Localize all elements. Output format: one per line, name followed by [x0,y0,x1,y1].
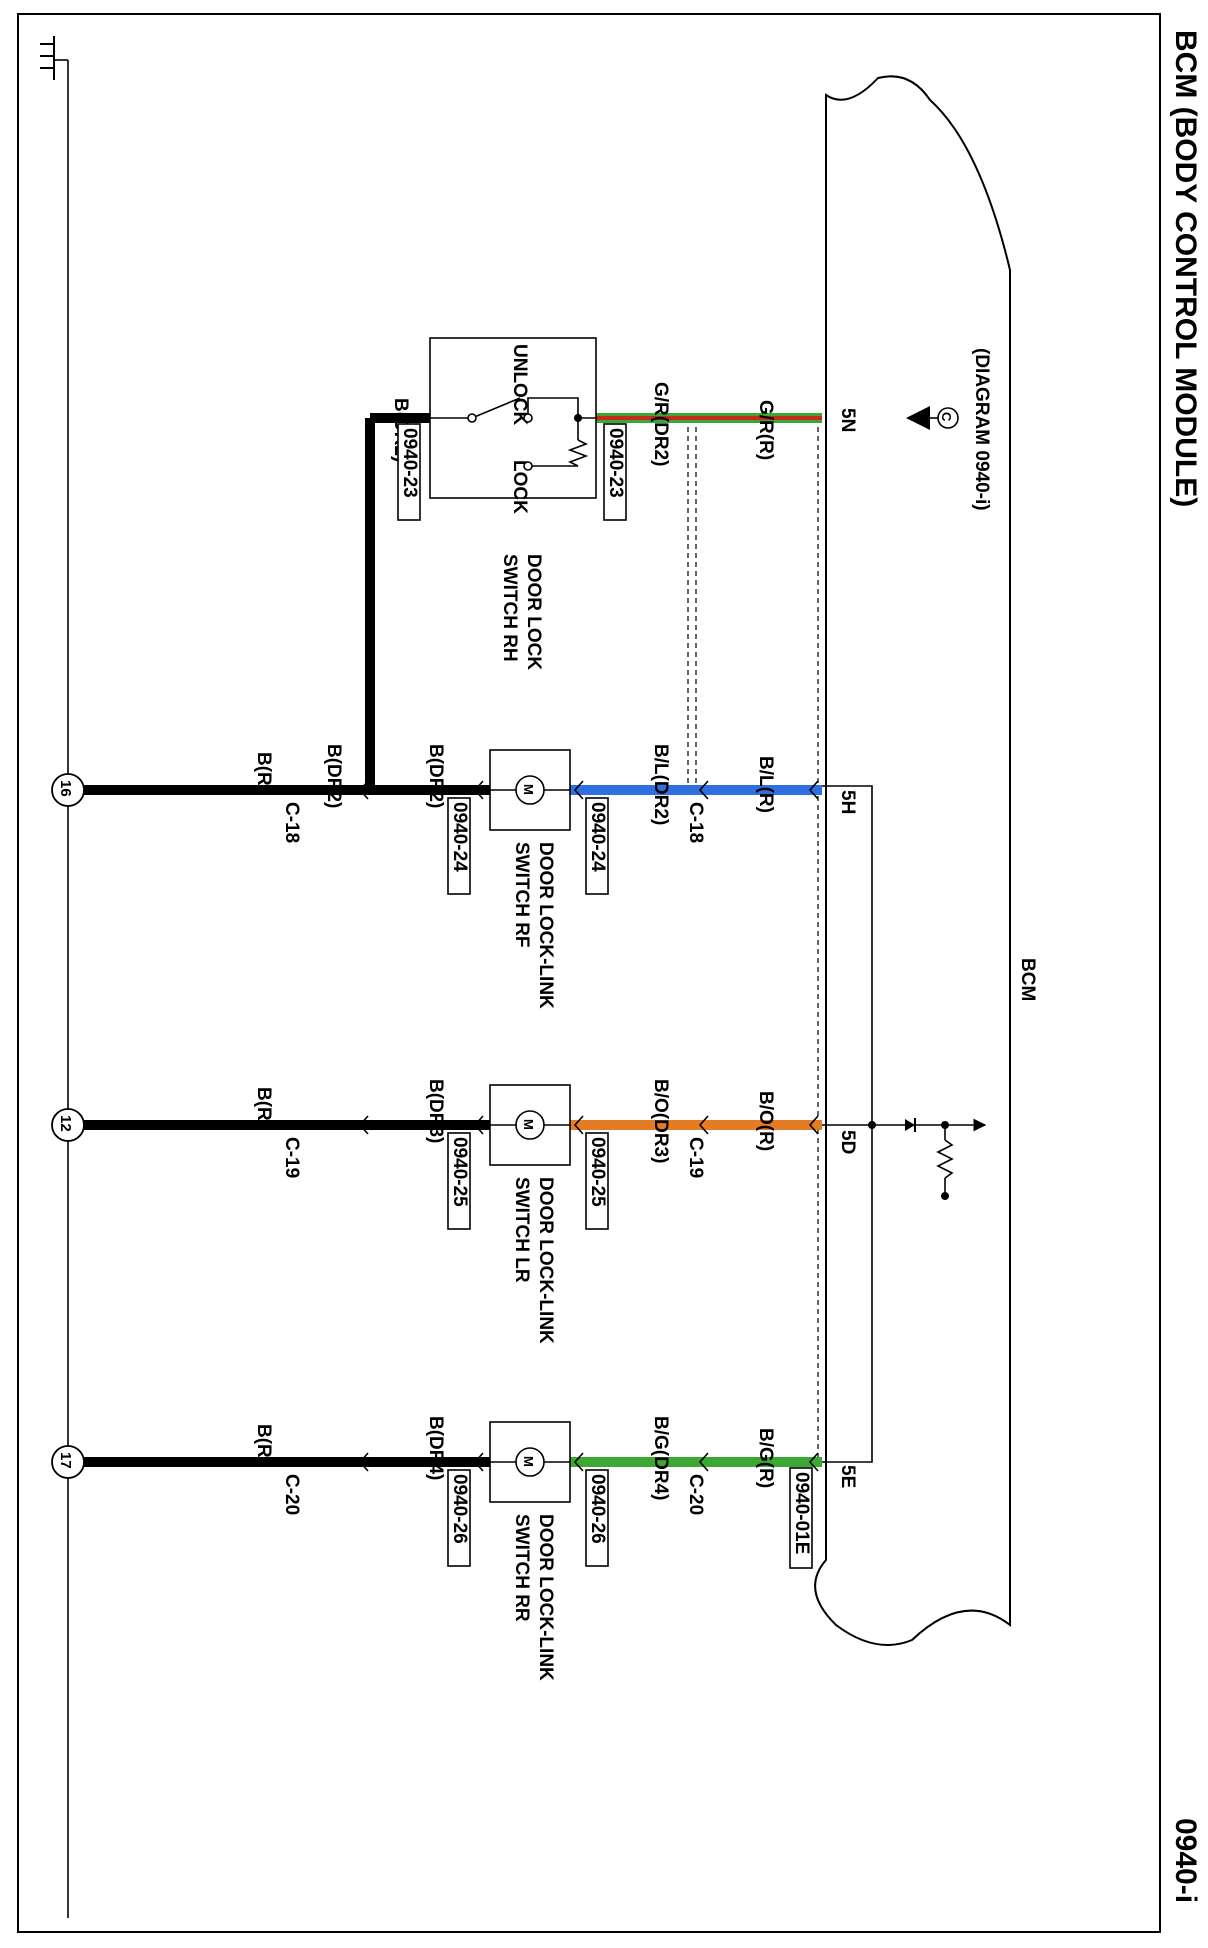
lr-ground-point-circle [51,1108,85,1142]
rf-ground-r-label: B(R) [253,752,274,792]
rf-ground-dr-label: B(DR2) [425,744,446,808]
connector-c-letter: C [939,412,954,422]
lr-connector-chevron-icon [808,1115,819,1135]
rr-ground-point-circle [51,1445,85,1479]
rh-connector-top-box [603,423,627,521]
rr-ground-connector-label: C-20 [281,1474,302,1515]
lr-connector-chevron-icon [573,1115,584,1135]
lr-motor-letter: M [521,1119,536,1130]
rr-name-1: DOOR LOCK-LINK [535,1514,556,1681]
rh-lock-label: LOCK [509,460,530,514]
rh-wire-bcm-label: G/R(R) [755,400,776,460]
rf-wire-dr-label: B/L(DR2) [650,744,671,825]
rf-name-1: DOOR LOCK-LINK [535,842,556,1009]
rf-connector-top-box [585,797,609,895]
rr-connector-top-box [585,1469,609,1567]
lr-connector-top: 0940-25 [587,1137,608,1207]
connector-c-marker: C [906,406,959,430]
rf-ground-mid-label: B(DR2) [323,744,344,808]
bcm-connector-box [789,1467,813,1569]
rr-wire-dr-label: B/G(DR4) [650,1416,671,1500]
rr-connector-bottom-box [447,1469,471,1567]
chassis-ground-icon [40,36,55,80]
rh-unlock-label: UNLOCK [509,344,530,426]
rf-wire-bcm-label: B/L(R) [755,756,776,813]
rr-ground-r-label: B(R) [253,1424,274,1464]
rr-connector-chevron-icon [573,1452,584,1472]
rf-connector-bottom-box [447,797,471,895]
resistor-icon [936,1139,954,1179]
rf-name-2: SWITCH RF [511,842,532,948]
rf-ground-point-circle [51,773,85,807]
diode-icon [905,1119,915,1131]
lr-connector-top-box [585,1132,609,1230]
rr-connector-label: C-20 [685,1474,706,1515]
pin-5d: 5D [837,1130,858,1154]
lr-wire-dr-label: B/O(DR3) [650,1079,671,1163]
lr-ground-connector-label: C-19 [281,1137,302,1178]
rr-ground-dr-label: B(DR4) [425,1416,446,1480]
rr-connector-bottom: 0940-26 [449,1474,470,1544]
pin-5n: 5N [837,408,858,432]
page-border [17,13,1161,1933]
diagram-reference: (DIAGRAM 0940-i) [971,348,992,511]
rh-connector-bottom-box [397,423,421,521]
pin-5e: 5E [837,1465,858,1488]
rr-ground-number: 17 [57,1452,74,1469]
pin-5h: 5H [837,790,858,814]
lr-ground-number: 12 [57,1115,74,1132]
lr-ground-dr-label: B(DR3) [425,1079,446,1143]
rr-wire-bcm-label: B/G(R) [755,1428,776,1488]
ground-bus [40,36,69,1918]
rr-connector-top: 0940-26 [587,1474,608,1544]
rh-connector-bottom: 0940-23 [399,428,420,498]
rf-connector-chevron-icon [808,780,819,800]
door-lock-switch-rh: G/R(R) G/R(DR2) 0940-23 UNLOCK LOCK DOOR… [365,337,822,795]
page-title: BCM (BODY CONTROL MODULE) [1169,30,1202,507]
rh-name-1: DOOR LOCK [523,554,544,670]
rf-connector-chevron-icon [698,780,709,800]
shield-lines [687,418,827,1462]
rf-connector-chevron-icon [573,780,584,800]
bcm-connector-label: 0940-01E [791,1472,812,1554]
rr-motor-letter: M [521,1456,536,1467]
rf-motor-letter: M [521,784,536,795]
lr-ground-r-label: B(R) [253,1087,274,1127]
rh-wire-dr-label: G/R(DR2) [650,382,671,466]
bcm-internal-circuit [822,785,987,1463]
lr-connector-chevron-icon [698,1115,709,1135]
rf-connector-bottom: 0940-24 [449,802,470,872]
rf-connector-label: C-18 [685,802,706,843]
rf-ground-connector-label: C-18 [281,802,302,843]
lr-wire-bcm-label: B/O(R) [755,1091,776,1151]
bcm-module-outline [814,75,1011,1646]
lr-connector-label: C-19 [685,1137,706,1178]
rh-switch-contacts [430,397,596,471]
rr-connector-chevron-icon [808,1452,819,1472]
rh-connector-top: 0940-23 [605,428,626,498]
lr-connector-bottom: 0940-25 [449,1137,470,1207]
bcm-label: BCM [1017,958,1038,1001]
lr-name-1: DOOR LOCK-LINK [535,1177,556,1344]
rf-connector-top: 0940-24 [587,802,608,872]
rh-name-2: SWITCH RH [499,554,520,662]
page-id: 0940-i [1169,1818,1202,1903]
lr-connector-bottom-box [447,1132,471,1230]
rr-connector-chevron-icon [698,1452,709,1472]
rr-name-2: SWITCH RR [511,1514,532,1622]
rf-ground-number: 16 [57,780,74,797]
lr-name-2: SWITCH LR [511,1177,532,1283]
rh-resistor-icon [567,439,589,467]
